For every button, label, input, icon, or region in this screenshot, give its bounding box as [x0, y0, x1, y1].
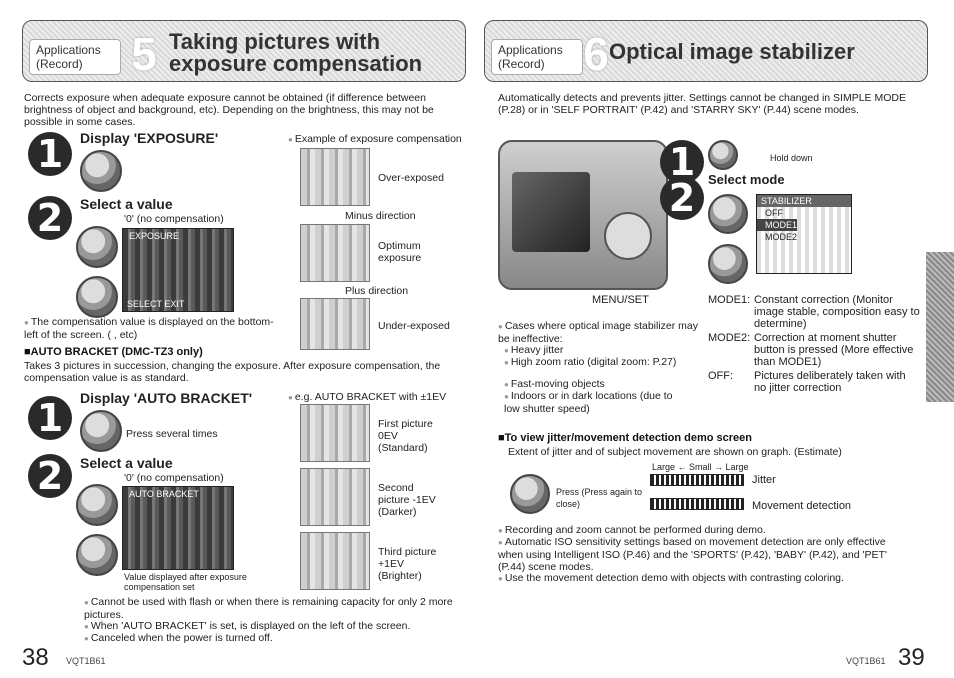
select-mode-title: Select mode [708, 172, 785, 187]
left-note-1: Cannot be used with flash or when there … [84, 596, 454, 621]
lcd-item: MODE1 [757, 219, 797, 231]
camera-image [498, 140, 668, 290]
exposure-lcd-screen: EXPOSURE SELECT EXIT [122, 228, 234, 312]
under-exposed-image [300, 298, 370, 350]
control-dial-icon [80, 150, 122, 192]
step-2-badge: 2 [28, 196, 72, 240]
camera-dial-icon [604, 212, 652, 260]
step-4-title: Select a value [80, 455, 173, 471]
intro-text: Automatically detects and prevents jitte… [498, 92, 906, 116]
auto-bracket-lcd-screen: AUTO BRACKET [122, 486, 234, 570]
section-number: 6 [583, 28, 609, 80]
jitter-label: Jitter [752, 474, 776, 486]
lcd-item: OFF [765, 208, 783, 218]
demo-heading: ■To view jitter/movement detection demo … [498, 432, 753, 444]
case-3: Fast-moving objects [504, 378, 605, 391]
case-4: Indoors or in dark locations (due to low… [504, 390, 674, 415]
right-header: Applications (Record) 6 Optical image st… [484, 20, 928, 82]
control-dial-icon [708, 244, 748, 284]
control-dial-icon [76, 534, 118, 576]
mode-1-key: MODE1: [708, 294, 751, 306]
optimum-label: Optimum exposure [378, 240, 422, 264]
mode-1-value: Constant correction (Monitor image stabl… [754, 294, 920, 330]
movement-bar [650, 498, 744, 510]
intro-text: Corrects exposure when adequate exposure… [24, 92, 434, 128]
case-1: Heavy jitter [504, 344, 564, 357]
model-code: VQT1B61 [66, 656, 106, 666]
over-label: Over-exposed [378, 172, 444, 184]
lcd-title: AUTO BRACKET [129, 489, 199, 499]
section-tag: Applications (Record) [29, 39, 121, 75]
jitter-bar [650, 474, 744, 486]
off-key: OFF: [708, 370, 734, 382]
page-number: 39 [898, 644, 925, 671]
mode-2-key: MODE2: [708, 332, 751, 344]
left-note-2: When 'AUTO BRACKET' is set, is displayed… [84, 620, 454, 633]
minus-label: Minus direction [345, 210, 416, 222]
control-dial-icon [510, 474, 550, 514]
third-label: Third picture +1EV (Brighter) [378, 546, 437, 582]
eg-label: e.g. AUTO BRACKET with ±1EV [288, 391, 446, 404]
step-2b-badge: 2 [28, 454, 72, 498]
compensation-note: The compensation value is displayed on t… [24, 316, 284, 341]
third-picture-image [300, 532, 370, 590]
lcd-footer: SELECT EXIT [127, 299, 185, 309]
second-label: Second picture -1EV (Darker) [378, 482, 436, 518]
auto-bracket-heading: ■AUTO BRACKET (DMC-TZ3 only) [24, 346, 203, 358]
scale-label: Large ← Small → Large [652, 462, 749, 472]
menu-set-label: MENU/SET [592, 294, 649, 306]
page-number: 38 [22, 644, 49, 671]
control-dial-icon [76, 276, 118, 318]
movement-label: Movement detection [752, 500, 852, 512]
lcd-title: STABILIZER [757, 195, 851, 207]
plus-label: Plus direction [345, 285, 409, 297]
demo-text: Extent of jitter and of subject movement… [508, 446, 842, 458]
press-label: Press (Press again to close) [556, 487, 643, 509]
off-value: Pictures deliberately taken with no jitt… [754, 370, 906, 394]
step-1-title: Display 'EXPOSURE' [80, 130, 219, 146]
zero-note-2: '0' (no compensation) [124, 472, 224, 484]
value-note: Value displayed after exposure compensat… [124, 572, 247, 592]
under-label: Under-exposed [378, 320, 450, 332]
control-dial-icon [80, 410, 122, 452]
page-title: Taking pictures with exposure compensati… [169, 29, 423, 76]
hold-down-label: Hold down [770, 153, 813, 163]
first-label: First picture 0EV (Standard) [378, 418, 433, 454]
step-2-badge: 2 [660, 176, 704, 220]
optimum-image [300, 224, 370, 282]
zero-note: '0' (no compensation) [124, 213, 224, 225]
mode-2-value: Correction at moment shutter button is p… [754, 332, 914, 368]
case-2: High zoom ratio (digital zoom: P.27) [504, 356, 684, 369]
lcd-item: MODE2 [765, 232, 798, 242]
right-note-3: Use the movement detection demo with obj… [498, 572, 908, 585]
step-1-badge: 1 [28, 132, 72, 176]
hold-button-icon [708, 140, 738, 170]
step-3-title: Display 'AUTO BRACKET' [80, 390, 253, 406]
control-dial-icon [708, 194, 748, 234]
press-several: Press several times [126, 428, 218, 440]
control-dial-icon [76, 226, 118, 268]
second-picture-image [300, 468, 370, 526]
cases-title: Cases where optical image stabilizer may… [498, 320, 698, 345]
over-exposed-image [300, 148, 370, 206]
step-2-title: Select a value [80, 196, 173, 212]
page-edge-tab [926, 252, 954, 402]
section-number: 5 [131, 28, 157, 80]
left-header: Applications (Record) 5 Taking pictures … [22, 20, 466, 82]
section-tag: Applications (Record) [491, 39, 583, 75]
control-dial-icon [76, 484, 118, 526]
left-note-3: Canceled when the power is turned off. [84, 632, 454, 645]
step-1b-badge: 1 [28, 396, 72, 440]
auto-bracket-text: Takes 3 pictures in succession, changing… [24, 360, 441, 384]
example-title: Example of exposure compensation [288, 133, 462, 146]
stabilizer-lcd-screen: STABILIZER OFF MODE1 MODE2 [756, 194, 852, 274]
right-note-2: Automatic ISO sensitivity settings based… [498, 536, 908, 573]
first-picture-image [300, 404, 370, 462]
camera-screen [512, 172, 590, 252]
page-title: Optical image stabilizer [609, 39, 855, 64]
model-code: VQT1B61 [846, 656, 886, 666]
lcd-title: EXPOSURE [129, 231, 180, 241]
right-note-1: Recording and zoom cannot be performed d… [498, 524, 908, 537]
